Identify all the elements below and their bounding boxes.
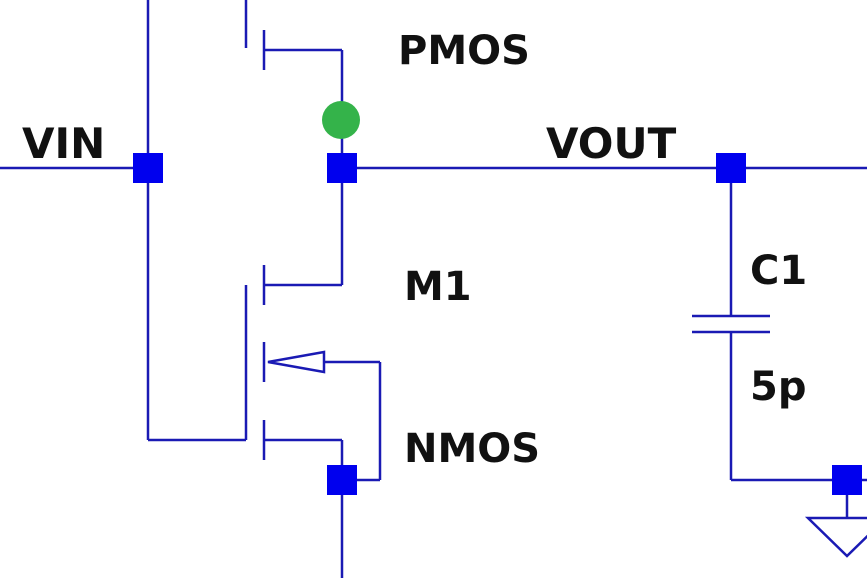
junction-vout-capacitor — [716, 153, 746, 183]
junction-nmos-source — [327, 465, 357, 495]
capacitor-name-label: C1 — [750, 248, 807, 294]
junction-vout-transistors — [327, 153, 357, 183]
vin-label: VIN — [22, 119, 105, 168]
capacitor[interactable] — [692, 168, 867, 482]
junction-ground — [832, 465, 862, 495]
vin-net — [0, 0, 246, 442]
probe-marker[interactable] — [322, 101, 360, 139]
pmos-model-label: PMOS — [398, 28, 530, 74]
junction-vin — [133, 153, 163, 183]
capacitor-value-label: 5p — [750, 364, 806, 410]
nmos-transistor[interactable] — [244, 265, 382, 578]
nmos-body-arrow — [267, 350, 326, 374]
vout-label: VOUT — [546, 119, 677, 168]
nmos-model-label: NMOS — [404, 426, 540, 472]
pmos-transistor[interactable] — [244, 0, 344, 168]
nmos-name-label: M1 — [404, 264, 472, 310]
vout-net — [340, 166, 867, 285]
